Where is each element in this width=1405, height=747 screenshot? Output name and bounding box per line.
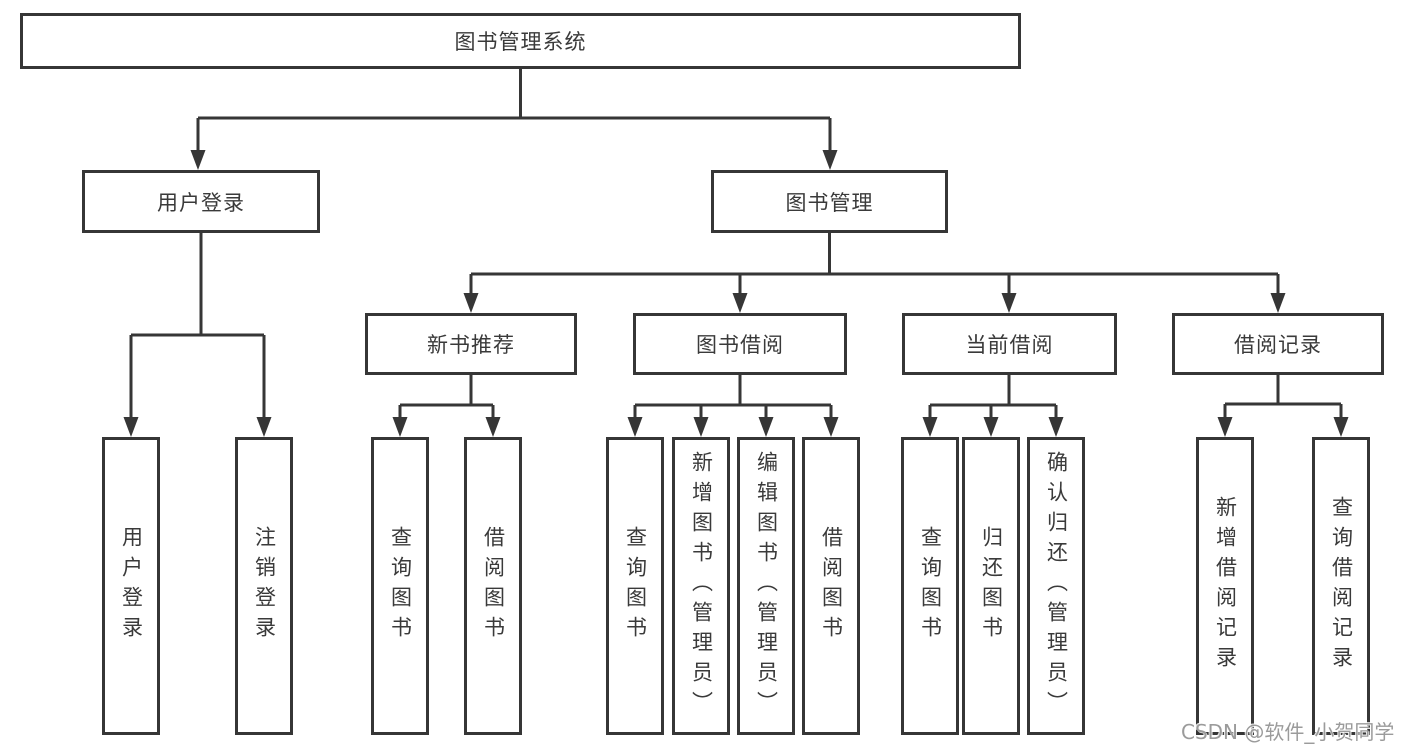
node-book-borrowing: 图书借阅 [633, 313, 847, 375]
arrowhead-icon [123, 417, 139, 437]
arrowhead-icon [190, 150, 206, 170]
node-leaf-borrow-books-recommend: 借阅图书 [464, 437, 522, 735]
node-leaf-add-books-admin: 新增图书（管理员） [672, 437, 730, 735]
arrowhead-icon [693, 417, 709, 437]
connector-borrow-records-to-leaves [1223, 375, 1343, 421]
arrowhead-icon [1217, 417, 1233, 437]
node-leaf-return-books: 归还图书 [962, 437, 1020, 735]
node-leaf-user-login: 用户登录 [102, 437, 160, 735]
arrowhead-icon [627, 417, 643, 437]
arrowhead-icon [823, 417, 839, 437]
watermark: CSDN @软件_小贺同学 [1181, 720, 1395, 744]
node-leaf-confirm-return-admin: 确认归还（管理员） [1027, 437, 1085, 735]
arrowhead-icon [922, 417, 938, 437]
node-leaf-query-borrow-record: 查询借阅记录 [1312, 437, 1370, 735]
node-leaf-query-books-recommend: 查询图书 [371, 437, 429, 735]
node-leaf-query-books-current: 查询图书 [901, 437, 959, 735]
connector-book-management-to-level3 [469, 233, 1280, 297]
arrowhead-icon [392, 417, 408, 437]
node-borrow-records: 借阅记录 [1172, 313, 1384, 375]
connector-new-book-to-leaves [398, 375, 495, 421]
node-leaf-add-borrow-record: 新增借阅记录 [1196, 437, 1254, 735]
connector-user-login-to-leaves [129, 233, 266, 421]
node-current-borrowing: 当前借阅 [902, 313, 1117, 375]
connector-book-borrowing-to-leaves [633, 375, 833, 421]
node-leaf-query-books-borrowing: 查询图书 [606, 437, 664, 735]
arrowhead-icon [1001, 293, 1017, 313]
arrowhead-icon [485, 417, 501, 437]
arrowhead-icon [732, 293, 748, 313]
arrowhead-icon [822, 150, 838, 170]
node-leaf-borrow-books: 借阅图书 [802, 437, 860, 735]
arrowhead-icon [1048, 417, 1064, 437]
arrowhead-icon [1270, 293, 1286, 313]
node-new-book-recommendation: 新书推荐 [365, 313, 577, 375]
arrowhead-icon [1333, 417, 1349, 437]
connector-current-borrowing-to-leaves [928, 375, 1058, 421]
arrowhead-icon [758, 417, 774, 437]
arrowhead-icon [463, 293, 479, 313]
node-user-login-group: 用户登录 [82, 170, 320, 233]
node-book-management: 图书管理 [711, 170, 948, 233]
node-library-management-system: 图书管理系统 [20, 13, 1021, 69]
arrowhead-icon [256, 417, 272, 437]
node-leaf-logout: 注销登录 [235, 437, 293, 735]
arrowhead-icon [983, 417, 999, 437]
connector-root-to-level2 [196, 69, 832, 154]
node-leaf-edit-books-admin: 编辑图书（管理员） [737, 437, 795, 735]
